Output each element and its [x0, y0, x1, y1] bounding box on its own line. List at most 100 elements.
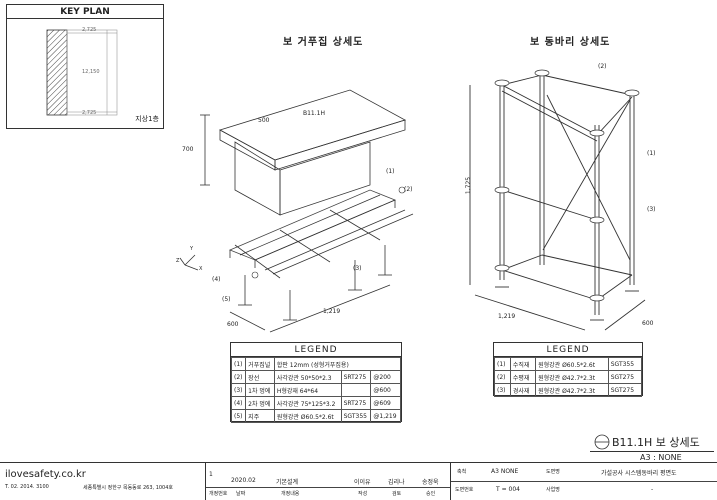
legend-cell: SGT275 [607, 383, 643, 397]
legend-cell: 원형강관 Ø42.7*2.3t [535, 383, 609, 397]
legend-cell: SRT275 [340, 370, 372, 384]
rev-description: 기본설계 [276, 479, 299, 486]
legend-row: (1) 거푸집널 합판 12mm (성형거푸집용) [230, 357, 402, 371]
company-phone: T. 02. 2014. 3100 [5, 484, 49, 490]
lbl-project-name: 사업명 [546, 487, 560, 493]
hdr-approved: 승인 [426, 491, 436, 497]
beam-label: B11.1H [303, 110, 325, 117]
legend-cell: 수평재 [509, 370, 537, 384]
callout-5: (5) [222, 296, 231, 303]
dim-width: 500 [258, 117, 270, 124]
legend-row: (2) 수평재 원형강관 Ø42.7*2.3t SGT275 [494, 370, 643, 384]
legend-cell: 수직재 [509, 357, 537, 371]
legend-cell: (4) [230, 396, 247, 410]
legend-cell: SGT355 [340, 409, 372, 423]
key-plan-floor: 지상1층 [135, 115, 159, 123]
legend-cell: 합판 12mm (성형거푸집용) [273, 357, 402, 371]
shoring-callout-3: (3) [647, 206, 656, 213]
legend-row: (3) 1차 멍에 H형강재 64*64 @600 [230, 383, 401, 397]
legend-cell: (3) [494, 383, 511, 397]
scale-value: A3 NONE [491, 468, 519, 475]
legend-cell: SGT355 [607, 357, 643, 371]
legend-row: (1) 수직재 원형강관 Ø60.5*2.6t SGT355 [494, 357, 643, 371]
legend-cell: 2차 멍에 [245, 396, 275, 410]
company-address: 세종특별시 정한구 목동동로 263, 1004호 [83, 485, 174, 491]
legend-left-table: (1) 거푸집널 합판 12mm (성형거푸집용) (2) 장선 사각강관 50… [230, 357, 402, 423]
legend-cell: (2) [494, 370, 511, 384]
legend-cell: SRT275 [340, 396, 372, 410]
legend-row: (2) 장선 사각강관 50*50*2.3 SRT275 @200 [230, 370, 401, 384]
project-name: - [651, 486, 654, 493]
shoring-callout-2: (2) [598, 63, 607, 70]
legend-right-title: LEGEND [494, 343, 642, 357]
legend-cell: @609 [370, 396, 401, 410]
dim-depth: 600 [227, 321, 239, 328]
rev-date: 2020.02 [231, 477, 256, 484]
rev-number: 1 [209, 471, 213, 478]
callout-2: (2) [404, 186, 413, 193]
shoring-dim-depth: 600 [642, 320, 654, 327]
section-mark-icon [594, 434, 610, 450]
legend-cell: (2) [230, 370, 247, 384]
lbl-sheet-number: 도면번호 [455, 487, 474, 493]
legend-cell: 사각강관 75*125*3.2 [273, 396, 342, 410]
key-plan-dim-mid: 12,150 [82, 69, 100, 75]
left-view-title: 보 거푸집 상세도 [283, 37, 364, 48]
hdr-date: 날짜 [236, 491, 246, 497]
dim-length: 1,219 [323, 308, 341, 315]
legend-row: (4) 2차 멍에 사각강관 75*125*3.2 SRT275 @609 [230, 396, 401, 410]
title-block: ilovesafety.co.kr T. 02. 2014. 3100 세종특별… [0, 462, 717, 500]
legend-cell: H형강재 64*64 [273, 383, 342, 397]
legend-cell: @600 [370, 383, 401, 397]
hdr-drawn: 작성 [358, 491, 368, 497]
lbl-drawing-name: 도면명 [546, 469, 560, 475]
key-plan-dim-top: 2,725 [82, 27, 97, 33]
hdr-rev-no: 개정번호 [209, 491, 228, 497]
drawing-name: 가설공사 시스템동바리 평면도 [601, 470, 677, 477]
legend-cell: SGT275 [607, 370, 643, 384]
right-view-title: 보 동바리 상세도 [530, 37, 611, 48]
beam-formwork-drawing [179, 89, 414, 333]
lbl-scale: 축척 [457, 469, 467, 475]
callout-3: (3) [353, 265, 362, 272]
legend-cell: 지주 [245, 409, 275, 423]
legend-cell: 원형강관 Ø60.5*2.6t [273, 409, 342, 423]
legend-row: (5) 지주 원형강관 Ø60.5*2.6t SGT355 @1,219 [230, 409, 401, 423]
legend-cell: 경사재 [509, 383, 537, 397]
legend-cell: 1차 멍에 [245, 383, 275, 397]
legend-cell: (1) [230, 357, 247, 371]
shoring-dim-length: 1,219 [498, 313, 516, 320]
legend-right: LEGEND (1) 수직재 원형강관 Ø60.5*2.6t SGT355 (2… [493, 342, 643, 397]
shoring-system-drawing [469, 69, 646, 331]
hdr-description: 개정내용 [281, 491, 300, 497]
key-plan-dim-bottom: 2,725 [82, 110, 97, 116]
hdr-checked: 검토 [392, 491, 402, 497]
legend-cell: 원형강관 Ø60.5*2.6t [535, 357, 609, 371]
key-plan-drawing [46, 29, 118, 116]
legend-cell: 거푸집널 [245, 357, 275, 371]
legend-left: LEGEND (1) 거푸집널 합판 12mm (성형거푸집용) (2) 장선 … [230, 342, 402, 423]
sheet-title: B11.1H 보 상세도 [612, 436, 700, 449]
legend-cell: 장선 [245, 370, 275, 384]
shoring-dim-height: 1,725 [465, 176, 473, 195]
dim-height: 700 [182, 146, 194, 153]
axis-z: Z [176, 258, 180, 264]
legend-cell: (1) [494, 357, 511, 371]
legend-cell: 사각강관 50*50*2.3 [273, 370, 342, 384]
legend-left-title: LEGEND [231, 343, 401, 357]
legend-cell: (5) [230, 409, 247, 423]
axis-x: X [199, 266, 203, 272]
key-plan-title: KEY PLAN [7, 5, 163, 19]
callout-4: (4) [212, 276, 221, 283]
rev-approved: 송정욱 [422, 479, 439, 486]
legend-cell: @1,219 [370, 409, 401, 423]
legend-row: (3) 경사재 원형강관 Ø42.7*2.3t SGT275 [494, 383, 643, 397]
key-plan: KEY PLAN 2,725 12,150 2,725 지상1층 [6, 4, 164, 129]
rev-checked: 김리나 [388, 479, 405, 486]
rev-drawn: 이이유 [354, 479, 371, 486]
legend-cell: @200 [370, 370, 401, 384]
sheet-number: T = 004 [496, 486, 520, 493]
legend-cell [340, 383, 372, 397]
legend-right-table: (1) 수직재 원형강관 Ø60.5*2.6t SGT355 (2) 수평재 원… [494, 357, 643, 397]
legend-cell: (3) [230, 383, 247, 397]
